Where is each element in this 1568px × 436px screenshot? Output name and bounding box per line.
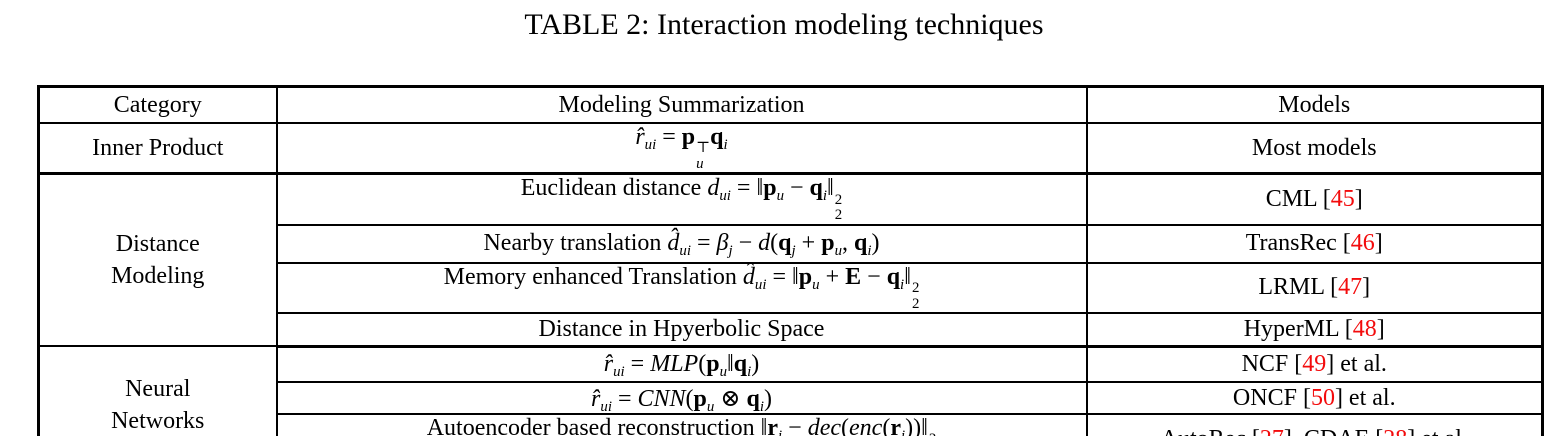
models-cell: TransRec [46] <box>1085 223 1544 264</box>
table-row-autoencoder: Autoencoder based reconstruction ‖ri − d… <box>39 413 1544 436</box>
table-row-hyperbolic: Distance in Hpyerbolic Space HyperML [48… <box>39 312 1544 348</box>
summary-cell: Distance in Hpyerbolic Space <box>275 312 1088 348</box>
citation-link[interactable]: 45 <box>1330 186 1355 213</box>
supsub: 22 <box>929 432 936 436</box>
citation-link[interactable]: 46 <box>1350 230 1375 257</box>
models-cell: CML [45] <box>1085 172 1544 226</box>
citation-link[interactable]: 47 <box>1338 274 1363 301</box>
interaction-modeling-table: Category Modeling Summarization Models I… <box>37 85 1544 436</box>
models-cell: AutoRec [27], CDAE [28] et al. <box>1085 413 1544 436</box>
citation-link[interactable]: 28 <box>1383 426 1407 436</box>
table-row-euclidean: Distance Modeling Euclidean distance dui… <box>37 172 1544 348</box>
table-row-cnn: r̂ui = CNN(pu ⊗ qi) ONCF [50] et al. <box>39 381 1544 416</box>
table-row-nearby-translation: Nearby translation d̂ui = βj − d(qj + pu… <box>39 223 1544 264</box>
header-row: Category Modeling Summarization Models <box>37 85 1544 124</box>
models-cell: Most models <box>1085 122 1544 176</box>
models-cell: ONCF [50] et al. <box>1085 381 1544 416</box>
summary-cell: Autoencoder based reconstruction ‖ri − d… <box>275 413 1088 436</box>
models-cell: LRML [47] <box>1085 261 1544 315</box>
citation-link[interactable]: 48 <box>1352 315 1377 342</box>
citation-link[interactable]: 50 <box>1310 384 1335 411</box>
summary-cell: r̂ui = CNN(pu ⊗ qi) <box>275 381 1088 416</box>
header-modeling-summarization: Modeling Summarization <box>275 85 1088 124</box>
citation-link[interactable]: 49 <box>1302 350 1327 377</box>
table-row-memory-translation: Memory enhanced Translation d̂ui = ‖pu +… <box>39 261 1544 315</box>
summary-cell: Nearby translation d̂ui = βj − d(qj + pu… <box>275 223 1088 264</box>
header-category: Category <box>37 85 278 124</box>
category-cell: Inner Product <box>37 122 278 176</box>
table-row-mlp: Neural Networks r̂ui = MLP(pu‖qi) NCF [4… <box>37 345 1544 436</box>
models-cell: NCF [49] et al. <box>1085 345 1544 384</box>
summary-cell: r̂ui = MLP(pu‖qi) <box>275 345 1088 384</box>
summary-cell: Memory enhanced Translation d̂ui = ‖pu +… <box>275 261 1088 315</box>
table-caption: TABLE 2: Interaction modeling techniques <box>524 8 1044 41</box>
category-cell: Neural Networks <box>37 345 278 436</box>
models-cell: HyperML [48] <box>1085 312 1544 348</box>
category-cell: Distance Modeling <box>37 172 278 348</box>
header-models: Models <box>1085 85 1544 124</box>
supsub: ⊤u <box>696 140 711 172</box>
citation-link[interactable]: 27 <box>1260 426 1284 436</box>
